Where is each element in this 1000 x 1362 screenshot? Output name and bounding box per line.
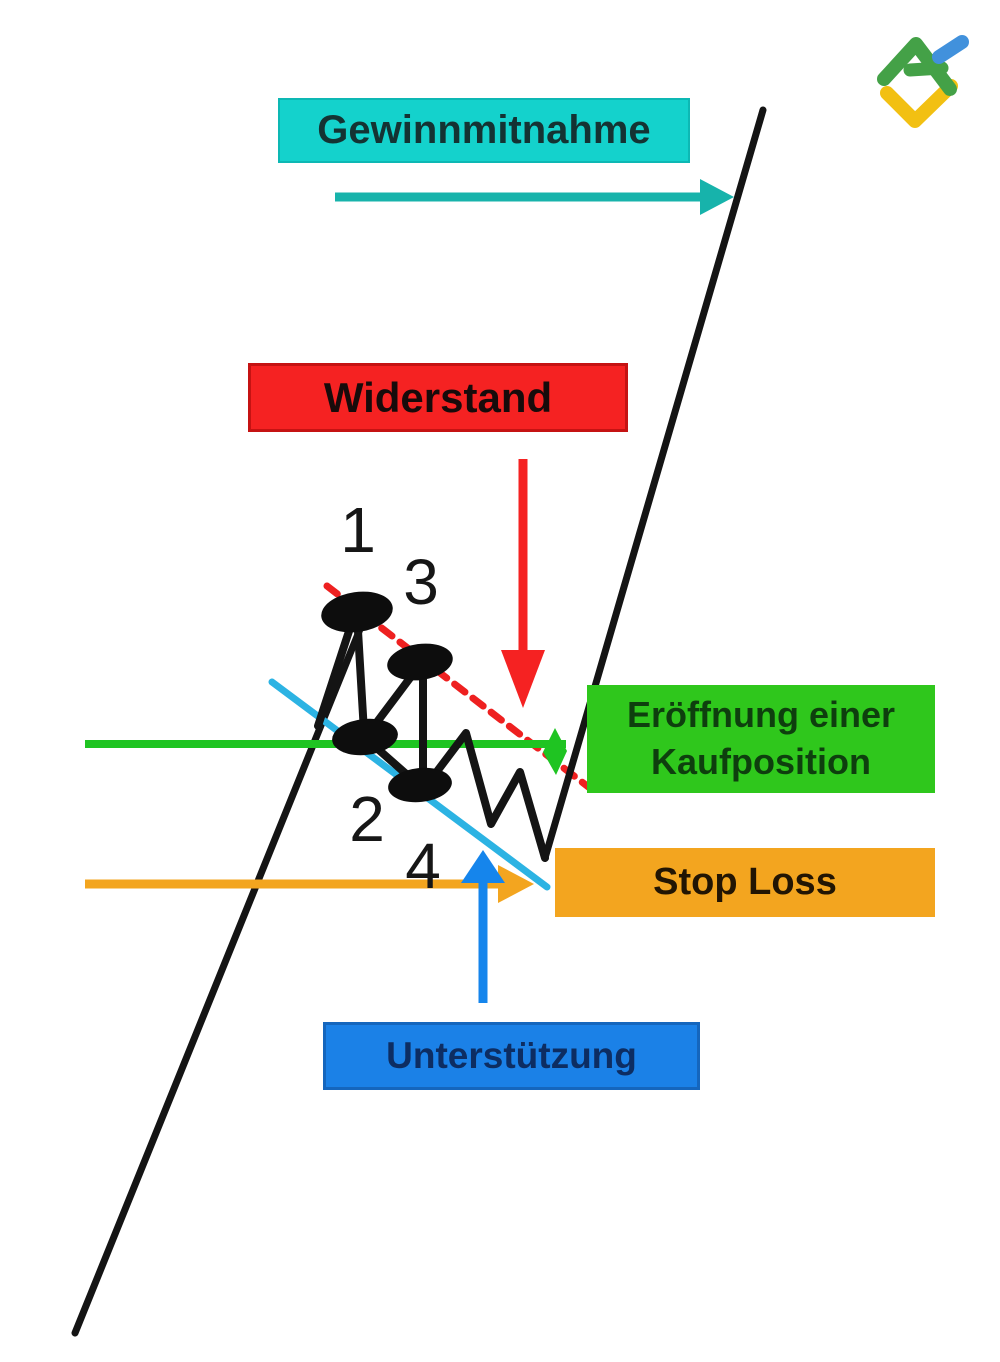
logo-yellow-check [880, 79, 958, 128]
take-profit-arrow-head-icon [700, 179, 734, 215]
label-take-profit: Gewinnmitnahme [278, 98, 690, 163]
zigzag-segment [314, 618, 356, 730]
support-arrow [461, 850, 505, 1003]
label-resistance: Widerstand [248, 363, 628, 432]
resistance-arrow [501, 459, 545, 708]
zigzag-segment [422, 729, 549, 862]
point-label-1: 1 [340, 494, 376, 566]
label-support: Unterstützung [323, 1022, 700, 1090]
flag-zigzag-price-line [314, 610, 549, 862]
support-arrow-head-icon [461, 850, 505, 883]
zigzag-segment [353, 610, 368, 736]
logo-green-crossbar [903, 61, 949, 77]
broker-logo-icon [877, 35, 969, 128]
label-stop-loss-text: Stop Loss [653, 861, 837, 903]
take-profit-arrow [335, 179, 734, 215]
flagpole-trend-line [71, 593, 377, 1337]
entry-marker [543, 728, 567, 775]
label-stop-loss: Stop Loss [555, 848, 935, 917]
swing-dot-3 [387, 643, 453, 681]
label-open-buy-line2: Kaufposition [651, 741, 871, 782]
label-take-profit-text: Gewinnmitnahme [317, 108, 651, 152]
swing-dot-1 [321, 591, 393, 633]
label-resistance-text: Widerstand [323, 373, 553, 421]
label-open-buy-position: Eröffnung einer Kaufposition [587, 685, 935, 793]
point-label-2: 2 [349, 783, 385, 855]
swing-dot-2 [332, 718, 398, 756]
point-label-4: 4 [405, 830, 441, 902]
resistance-arrow-head-icon [501, 650, 545, 708]
point-label-3: 3 [403, 546, 439, 618]
stop-loss-arrow [85, 865, 534, 903]
label-support-text: Unterstützung [386, 1035, 637, 1076]
swing-dot-4 [388, 767, 452, 803]
label-open-buy-line1: Eröffnung einer [627, 694, 895, 736]
logo-blue-tip [932, 35, 969, 64]
breakout-trend-line [541, 106, 767, 862]
stop-loss-arrow-head-icon [498, 865, 534, 903]
